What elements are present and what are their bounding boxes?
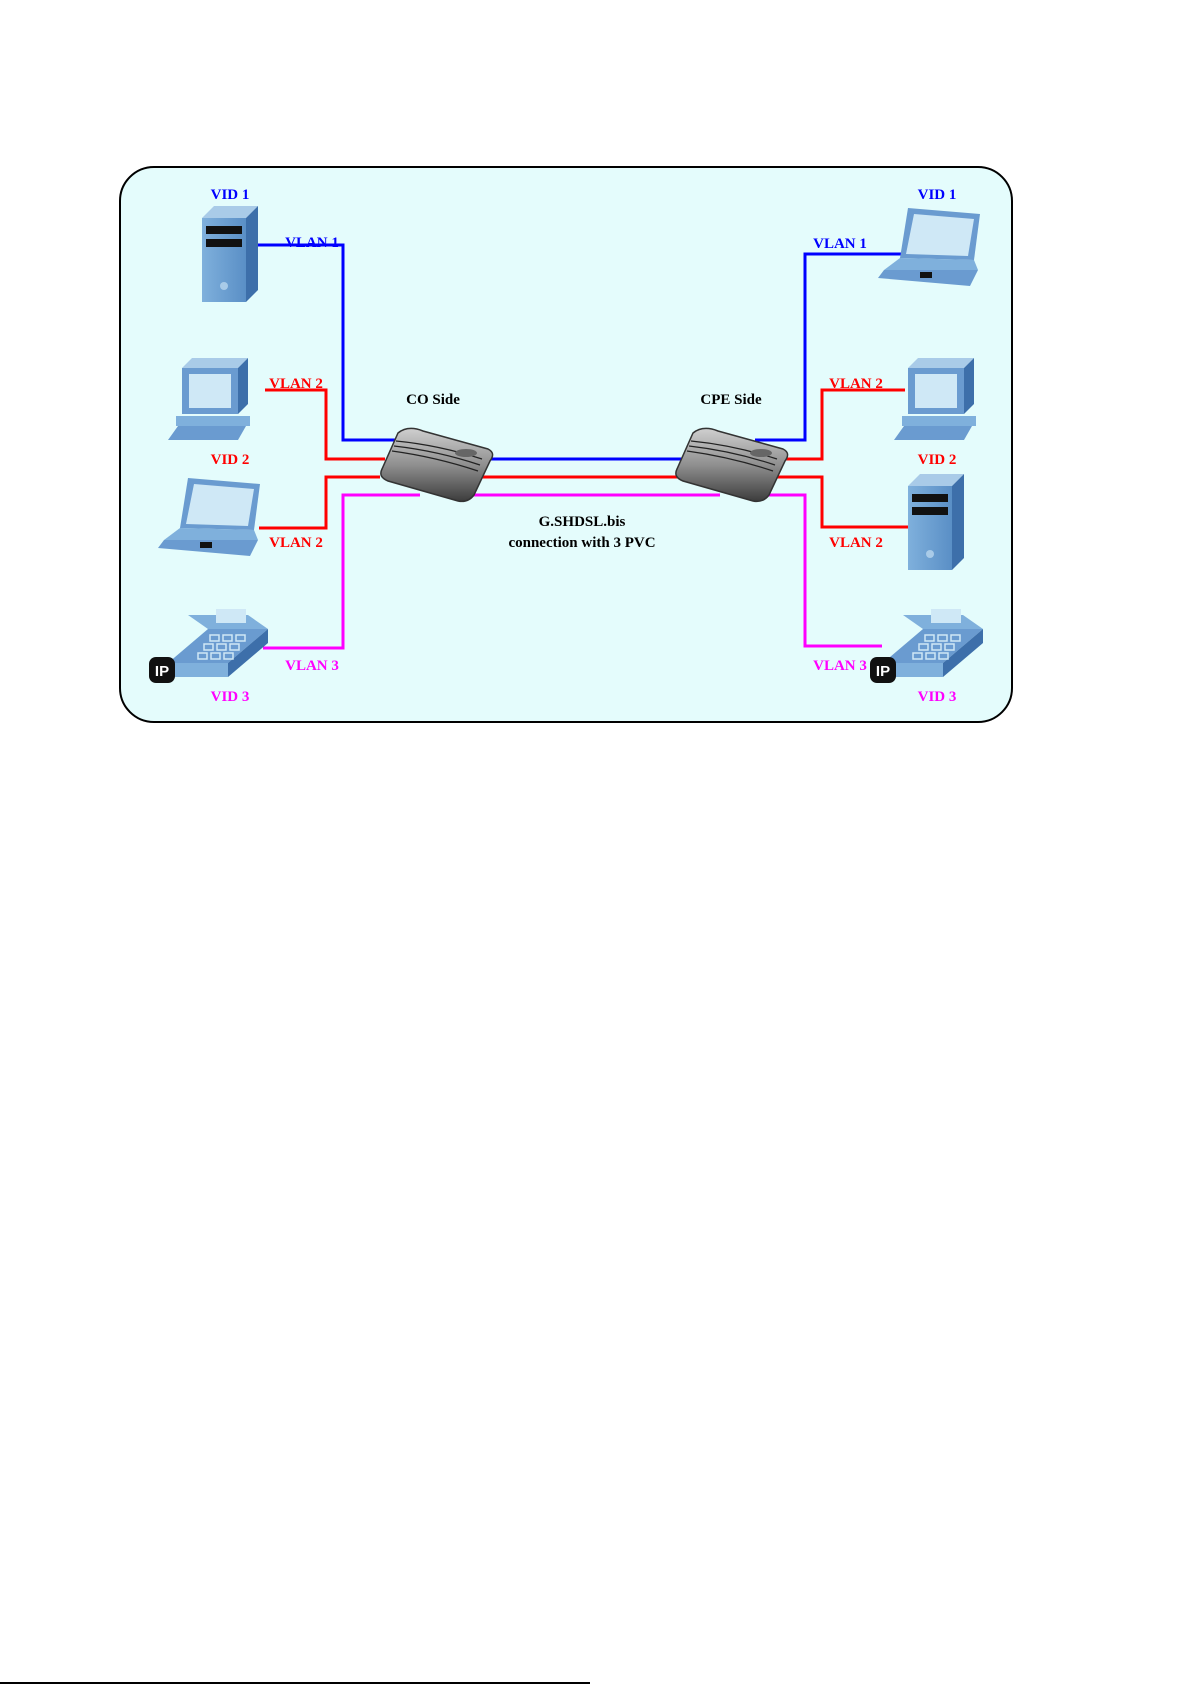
- co-vlan3-label: VLAN 3: [285, 658, 339, 674]
- co-vid2-label: VID 2: [211, 452, 250, 468]
- co-vid1-label: VID 1: [211, 187, 250, 203]
- co-vlan2-laptop-label: VLAN 2: [269, 535, 323, 551]
- cpe-vlan1-label: VLAN 1: [813, 236, 867, 252]
- cpe-vid3-label: VID 3: [918, 689, 957, 705]
- footnote-separator: [0, 1682, 590, 1684]
- link-caption-line2: connection with 3 PVC: [508, 535, 655, 551]
- co-side-label: CO Side: [406, 392, 460, 408]
- co-vlan2-desktop-label: VLAN 2: [269, 376, 323, 392]
- cpe-vid1-label: VID 1: [918, 187, 957, 203]
- co-ip-badge: IP: [149, 657, 175, 683]
- cpe-ip-badge: IP: [870, 657, 896, 683]
- link-caption-line1: G.SHDSL.bis: [539, 514, 626, 530]
- co-server-icon: [202, 206, 258, 302]
- co-ip-badge-text: IP: [155, 663, 169, 680]
- cpe-server-icon: [908, 474, 964, 570]
- cpe-vlan2-desktop-label: VLAN 2: [829, 376, 883, 392]
- cpe-vid2-label: VID 2: [918, 452, 957, 468]
- co-vid3-label: VID 3: [211, 689, 250, 705]
- co-vlan1-label: VLAN 1: [285, 235, 339, 251]
- cpe-vlan2-server-label: VLAN 2: [829, 535, 883, 551]
- cpe-ip-badge-text: IP: [876, 663, 890, 680]
- cpe-vlan3-label: VLAN 3: [813, 658, 867, 674]
- cpe-side-label: CPE Side: [700, 392, 762, 408]
